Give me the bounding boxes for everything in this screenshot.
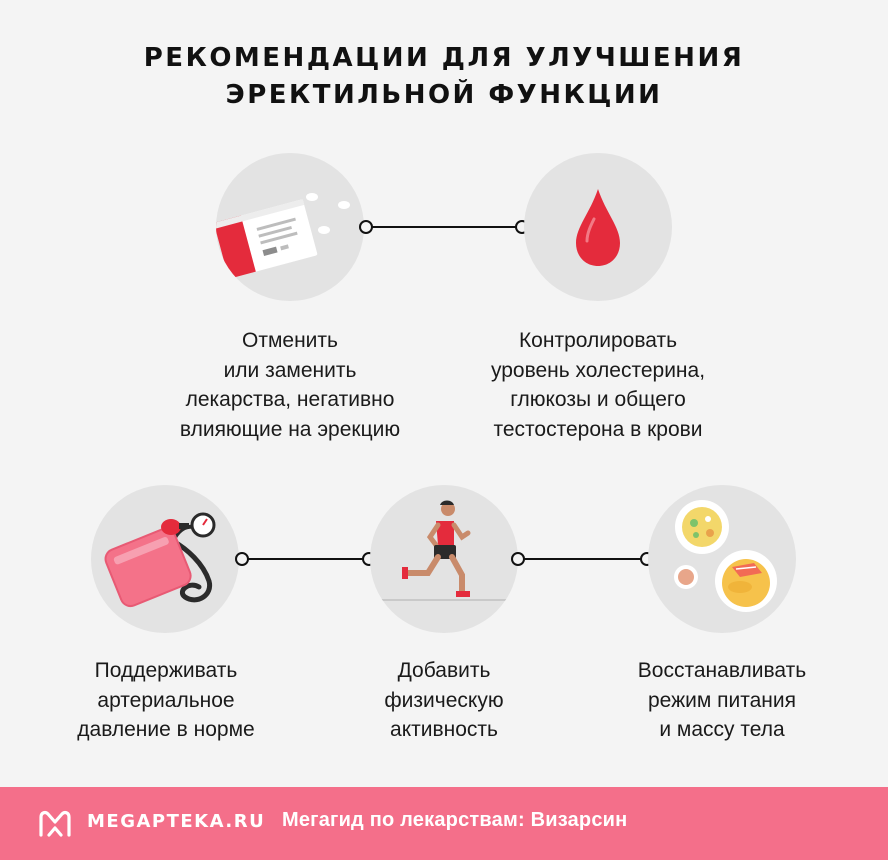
blood-drop-icon	[576, 189, 620, 266]
footer-tagline: Мегагид по лекарствам: Визарсин	[282, 809, 628, 831]
connector-line	[365, 226, 523, 228]
caption-line: глюкозы и общего	[510, 388, 686, 411]
caption-line: режим питания	[647, 688, 797, 712]
page-title: РЕКОМЕНДАЦИИ ДЛЯ УЛУЧШЕНИЯ ЭРЕКТИЛЬНОЙ Ф…	[0, 40, 888, 114]
caption-line: или заменить	[223, 358, 357, 382]
connector-4-5	[511, 552, 654, 566]
recommendation-5-caption: Восстанавливать режим питания и массу те…	[572, 656, 872, 745]
connector-3-4	[235, 552, 376, 566]
caption-line: и массу тела	[659, 718, 785, 741]
caption-line: влияющие на эрекцию	[179, 417, 401, 441]
connector-dot	[235, 552, 249, 566]
recommendation-4-circle	[370, 485, 518, 633]
caption-line: артериальное	[97, 688, 235, 712]
caption-line: Контролировать	[518, 329, 678, 352]
blood-pressure-monitor-icon	[104, 512, 216, 608]
recommendation-1-caption: Отменить или заменить лекарства, негатив…	[140, 326, 440, 444]
connector-line	[517, 558, 648, 560]
healthy-food-icon	[674, 500, 777, 612]
recommendation-1-circle	[216, 153, 364, 301]
runner-icon	[370, 500, 518, 601]
caption-line: Отменить	[242, 329, 338, 352]
recommendation-2-circle	[524, 153, 672, 301]
recommendation-5-circle	[648, 485, 796, 633]
connector-line	[241, 558, 370, 560]
footer-bar: MEGAPTEKA.RU Мегагид по лекарствам: Виза…	[0, 787, 888, 860]
connector-dot	[359, 220, 373, 234]
brand-name[interactable]: MEGAPTEKA.RU	[87, 811, 266, 832]
recommendation-3-caption: Поддерживать артериальное давление в нор…	[16, 656, 316, 745]
pills-package-icon	[216, 193, 350, 279]
caption-line: Восстанавливать	[637, 659, 807, 682]
recommendation-2-caption: Контролировать уровень холестерина, глюк…	[448, 326, 748, 444]
caption-line: уровень холестерина,	[490, 358, 706, 382]
caption-line: давление в норме	[77, 718, 255, 741]
connector-dot	[511, 552, 525, 566]
caption-line: тестостерона в крови	[493, 417, 703, 441]
title-line-2: ЭРЕКТИЛЬНОЙ ФУНКЦИИ	[225, 80, 663, 110]
caption-line: Добавить	[397, 659, 491, 682]
recommendation-3-circle	[91, 485, 239, 633]
caption-line: лекарства, негативно	[185, 388, 395, 411]
megapteka-logo-icon[interactable]	[38, 809, 72, 839]
caption-line: Поддерживать	[94, 659, 238, 682]
title-line-1: РЕКОМЕНДАЦИИ ДЛЯ УЛУЧШЕНИЯ	[143, 43, 745, 73]
connector-1-2	[359, 220, 529, 234]
caption-line: физическую	[384, 688, 504, 712]
caption-line: активность	[390, 718, 498, 741]
recommendation-4-caption: Добавить физическую активность	[294, 656, 594, 745]
